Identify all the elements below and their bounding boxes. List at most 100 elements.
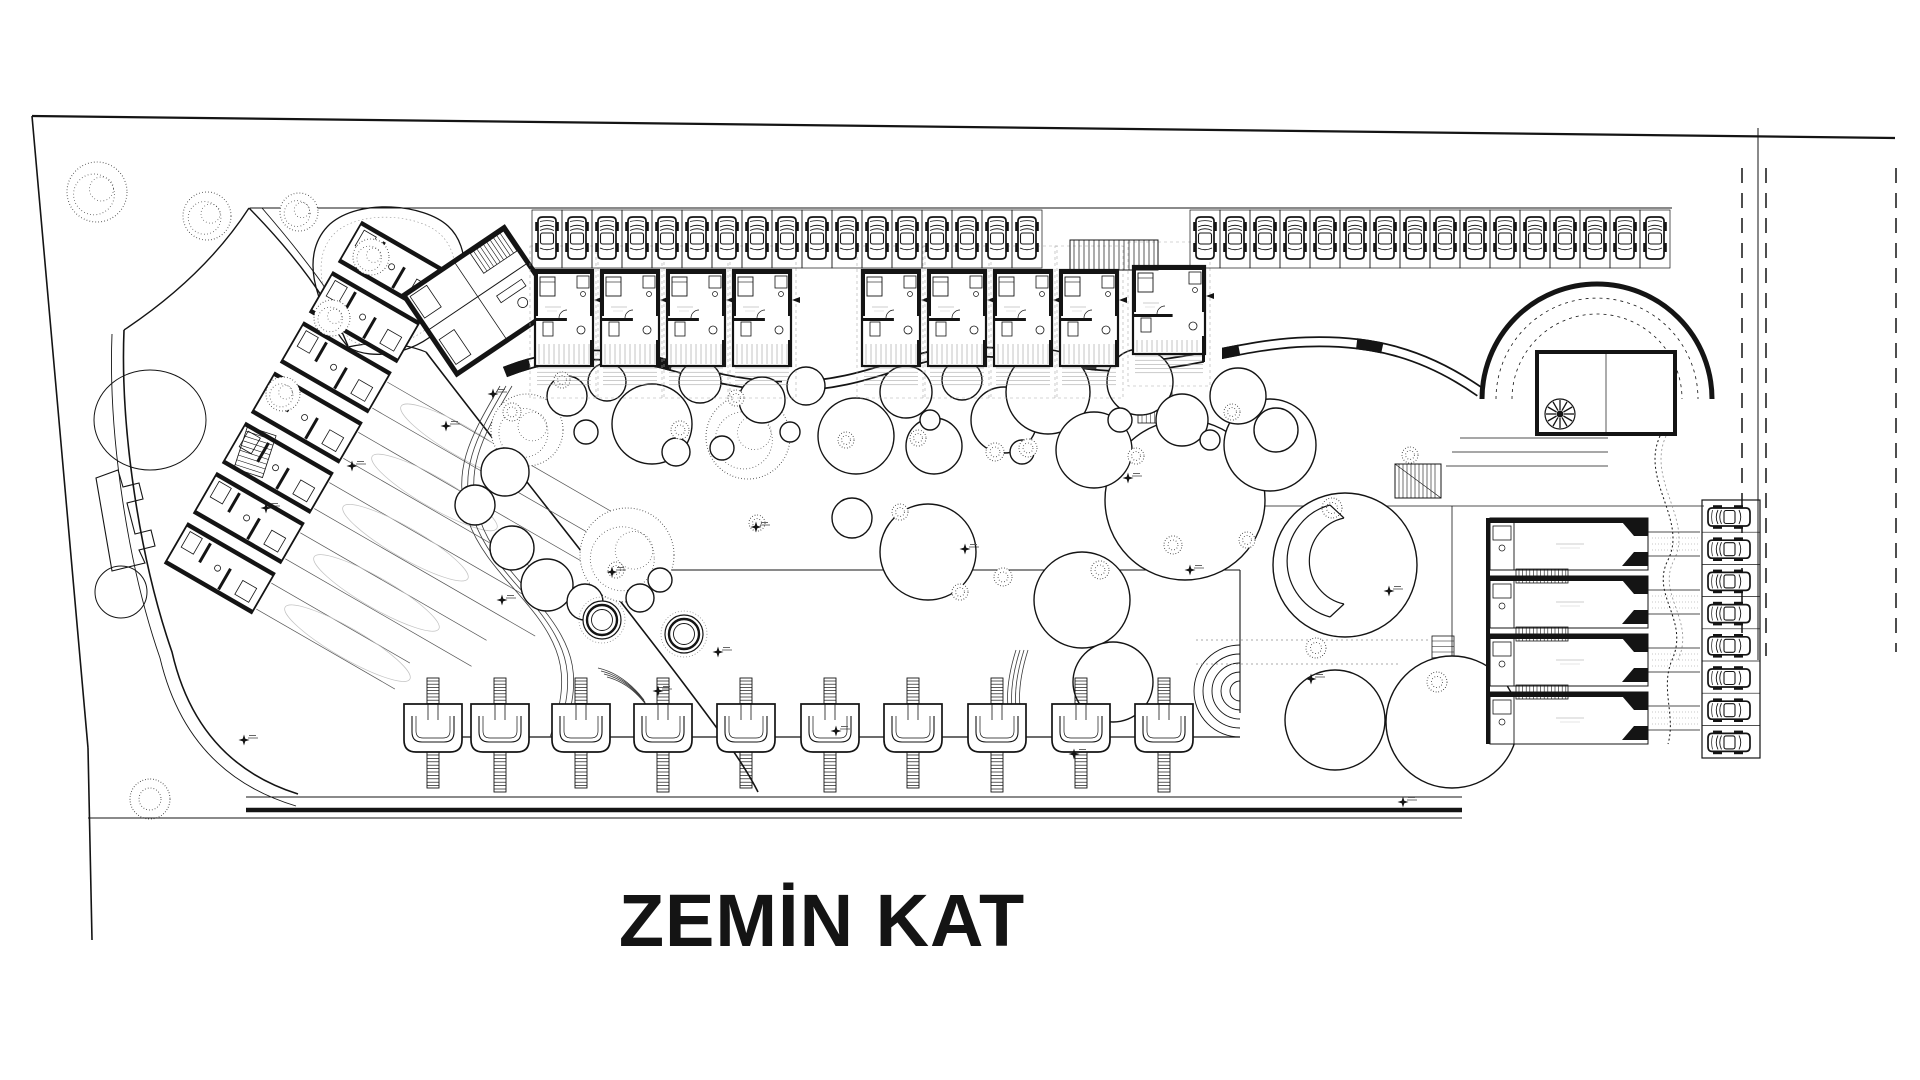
tree-icon bbox=[879, 365, 933, 419]
car-icon bbox=[1493, 216, 1517, 260]
car-icon bbox=[1707, 537, 1751, 562]
car-icon bbox=[1223, 216, 1247, 260]
stair-icon bbox=[233, 425, 277, 479]
car-icon bbox=[595, 216, 619, 260]
elevation-marker-icon bbox=[830, 725, 850, 737]
pool-cabana-row bbox=[403, 677, 1194, 793]
tree-icon bbox=[1107, 407, 1133, 433]
tree-icon bbox=[587, 362, 627, 402]
car-icon bbox=[1253, 216, 1277, 260]
left-top-unit-cluster bbox=[400, 224, 561, 378]
car-icon bbox=[1313, 216, 1337, 260]
shrub-icon bbox=[985, 442, 1005, 462]
car-icon bbox=[1553, 216, 1577, 260]
cabana-icon bbox=[1134, 677, 1194, 793]
car-icon bbox=[1015, 216, 1039, 260]
bottom-road bbox=[88, 796, 1462, 819]
elevation-markers bbox=[238, 388, 1417, 808]
car-icon bbox=[1193, 216, 1217, 260]
car-icon bbox=[1463, 216, 1487, 260]
tree-icon bbox=[182, 191, 232, 241]
car-icon bbox=[775, 216, 799, 260]
tree-icon bbox=[265, 376, 301, 412]
tree-icon bbox=[480, 447, 530, 497]
elevation-marker-icon bbox=[260, 502, 280, 514]
tree-icon bbox=[520, 558, 574, 612]
car-icon bbox=[655, 216, 679, 260]
elevation-marker-icon bbox=[496, 594, 516, 606]
shrub-icon bbox=[129, 778, 171, 820]
car-icon bbox=[1707, 569, 1751, 594]
elevation-marker-icon bbox=[1184, 564, 1204, 576]
elevation-marker-icon bbox=[238, 734, 258, 746]
car-icon bbox=[1283, 216, 1307, 260]
elevation-marker-icon bbox=[440, 420, 460, 432]
shrub-icon bbox=[993, 567, 1013, 587]
unit-cluster bbox=[595, 245, 668, 399]
cabana-icon bbox=[716, 677, 776, 789]
shrub-icon bbox=[1018, 438, 1038, 458]
fountains bbox=[578, 596, 708, 658]
car-icon bbox=[865, 216, 889, 260]
left-unit-band bbox=[111, 206, 759, 807]
car-icon bbox=[835, 216, 859, 260]
car-icon bbox=[895, 216, 919, 260]
car-icon bbox=[1707, 698, 1751, 723]
cabana-icon bbox=[967, 677, 1027, 793]
car-icon bbox=[1523, 216, 1547, 260]
tree-icon bbox=[279, 192, 319, 232]
elevation-marker-icon bbox=[606, 566, 626, 578]
tree-icon bbox=[1284, 669, 1386, 771]
shrub-icon bbox=[1238, 531, 1256, 549]
car-icon bbox=[925, 216, 949, 260]
right-buildings bbox=[1446, 281, 1715, 745]
car-icon bbox=[1583, 216, 1607, 260]
shrub-icon bbox=[1163, 535, 1183, 555]
fountain bbox=[660, 610, 708, 658]
elevation-marker-icon bbox=[1397, 796, 1417, 808]
tree-icon bbox=[661, 437, 691, 467]
shrub-icon bbox=[837, 431, 855, 449]
cabana-icon bbox=[470, 677, 530, 793]
cabana-icon bbox=[800, 677, 860, 793]
tree-icon bbox=[831, 497, 873, 539]
car-icon bbox=[1433, 216, 1457, 260]
unit-bar bbox=[1489, 568, 1700, 629]
unit-cluster bbox=[1054, 245, 1127, 399]
car-icon bbox=[985, 216, 1009, 260]
car-icon bbox=[1343, 216, 1367, 260]
tree-icon bbox=[879, 503, 977, 601]
tree-icon bbox=[1209, 367, 1267, 425]
top-parking-rows bbox=[531, 209, 1761, 759]
tree-icon bbox=[678, 360, 722, 404]
tree-icon bbox=[489, 525, 535, 571]
shrub-icon bbox=[502, 402, 522, 422]
car-icon bbox=[535, 216, 559, 260]
shrub-icon bbox=[891, 503, 909, 521]
shrub-icon bbox=[1321, 497, 1343, 519]
tree-icon bbox=[709, 435, 735, 461]
car-icon bbox=[685, 216, 709, 260]
tree-icon bbox=[647, 567, 673, 593]
tree-icon bbox=[919, 409, 941, 431]
unit-bar bbox=[1489, 517, 1700, 571]
unit-cluster bbox=[661, 245, 734, 399]
tree-icon bbox=[625, 583, 655, 613]
car-icon bbox=[1707, 633, 1751, 658]
fountain bbox=[578, 596, 626, 644]
tree-icon bbox=[1199, 429, 1221, 451]
shrub-icon bbox=[670, 420, 690, 440]
car-icon bbox=[1707, 666, 1751, 690]
shrub-icon bbox=[1305, 637, 1327, 659]
cabana-icon bbox=[551, 677, 611, 789]
tree-icon bbox=[1272, 492, 1418, 638]
car-icon bbox=[1373, 216, 1397, 260]
elevation-marker-icon bbox=[1305, 673, 1325, 685]
unit-cluster bbox=[529, 245, 602, 399]
unit-cluster bbox=[727, 245, 800, 399]
cabana-icon bbox=[1051, 677, 1111, 789]
car-icon bbox=[625, 216, 649, 260]
shrub-icon bbox=[727, 389, 745, 407]
